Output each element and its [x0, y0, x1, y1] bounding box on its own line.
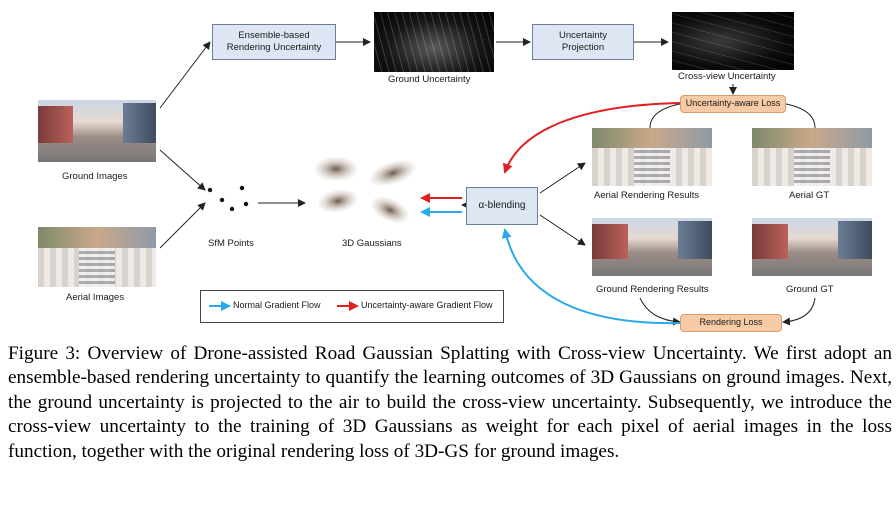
- ground-uncertainty-image: [374, 12, 494, 72]
- ground-rendering-label: Ground Rendering Results: [596, 284, 709, 295]
- alpha-blending-box: α-blending: [466, 187, 538, 225]
- sfm-points-dots: [207, 185, 249, 212]
- gaussians-label: 3D Gaussians: [342, 238, 402, 249]
- sfm-points-label: SfM Points: [208, 238, 254, 249]
- rendering-loss-box: Rendering Loss: [680, 314, 782, 332]
- ground-gt-image: [752, 218, 872, 276]
- aerial-gt-image: [752, 128, 872, 186]
- ground-images-image: [38, 100, 156, 162]
- ground-gt-label: Ground GT: [786, 284, 834, 295]
- aerial-images-label: Aerial Images: [66, 292, 125, 303]
- gaussians-ellipses: [314, 157, 417, 224]
- legend-uncertainty-label: Uncertainty-aware Gradient Flow: [361, 300, 493, 310]
- aerial-gt-label: Aerial GT: [789, 190, 830, 201]
- aerial-images-image: [38, 227, 156, 287]
- uncertainty-projection-box: Uncertainty Projection: [532, 24, 634, 60]
- aerial-rendering-image: [592, 128, 712, 186]
- legend-normal-label: Normal Gradient Flow: [233, 300, 321, 310]
- ensemble-uncertainty-box: Ensemble-based Rendering Uncertainty: [212, 24, 336, 60]
- ground-uncertainty-label: Ground Uncertainty: [388, 74, 471, 85]
- diagram-arrows: [159, 38, 816, 326]
- ground-rendering-image: [592, 218, 712, 276]
- figure-caption: Figure 3: Overview of Drone-assisted Roa…: [8, 343, 892, 462]
- uncertainty-aware-loss-box: Uncertainty-aware Loss: [680, 95, 786, 113]
- legend: Normal Gradient Flow Uncertainty-aware G…: [200, 290, 504, 323]
- ground-images-label: Ground Images: [62, 171, 128, 182]
- cross-view-uncertainty-image: [672, 12, 794, 70]
- aerial-rendering-label: Aerial Rendering Results: [594, 190, 700, 201]
- cross-view-uncertainty-label: Cross-view Uncertainty: [678, 71, 776, 82]
